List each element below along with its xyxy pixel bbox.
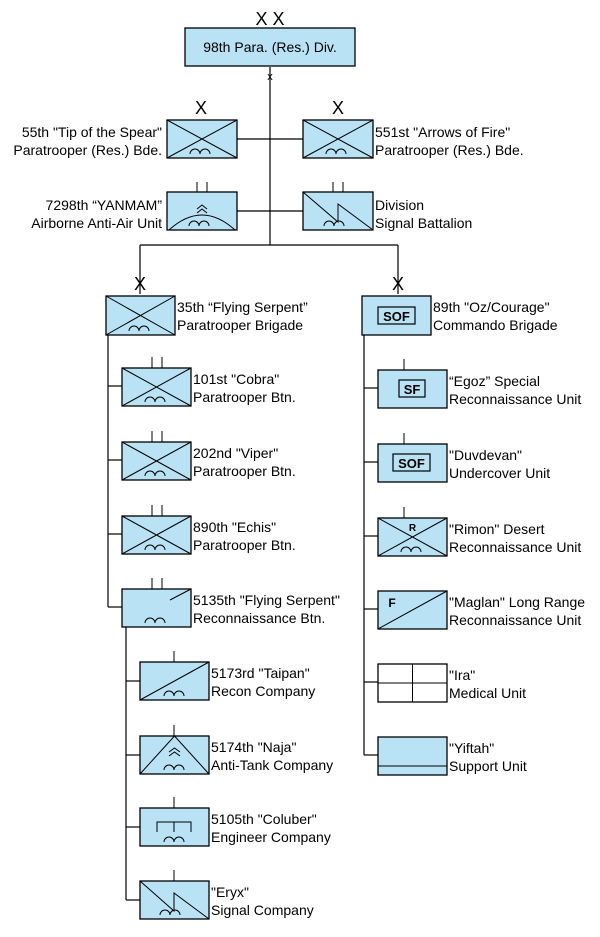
unit-rimon: R "Rimon" Desert Reconnaissance Unit [377, 507, 581, 557]
division-name: 98th Para. (Res.) Div. [203, 39, 337, 55]
unit-division-signal: Division Signal Battalion [302, 182, 472, 231]
unit-label-line1: “Egoz” Special [449, 373, 540, 389]
sof-mark: SOF [398, 456, 425, 471]
unit-label-line2: Reconnaissance Unit [449, 539, 581, 555]
unit-label-line1: 551st "Arrows of Fire" [375, 124, 510, 140]
unit-label-line1: 202nd "Viper" [193, 445, 278, 461]
unit-label-line1: 890th "Echis" [193, 519, 276, 535]
unit-label-line1: "Ira" [449, 667, 475, 683]
unit-89th-brigade: X SOF 89th "Oz/Courage" Commando Brigade [361, 274, 558, 336]
unit-label-line2: Medical Unit [449, 685, 526, 701]
unit-eryx-signal-company: "Eryx" Signal Company [139, 870, 314, 920]
echelon-mark: X [134, 274, 146, 294]
unit-label-line1: "Yiftah" [449, 740, 494, 756]
r-mark: R [409, 523, 417, 534]
unit-202nd-battalion: 202nd "Viper" Paratrooper Btn. [121, 431, 296, 481]
unit-label-line1: 5105th "Coluber" [211, 811, 317, 827]
unit-label-line1: "Duvdevan" [449, 447, 522, 463]
unit-label-line2: Paratrooper (Res.) Bde. [375, 142, 524, 158]
unit-890th-battalion: 890th "Echis" Paratrooper Btn. [121, 505, 296, 555]
unit-label-line2: Paratrooper Btn. [193, 537, 296, 553]
unit-yiftah: "Yiftah" Support Unit [377, 736, 527, 776]
unit-label-line1: "Eryx" [211, 884, 249, 900]
unit-label-line1: "Rimon" Desert [449, 521, 545, 537]
unit-label-line1: 5173rd "Taipan" [211, 665, 310, 681]
unit-label-line2: Signal Company [211, 902, 314, 918]
unit-egoz: SF “Egoz” Special Reconnaissance Unit [377, 359, 581, 409]
unit-label-line1: 89th "Oz/Courage" [433, 299, 550, 315]
unit-label-line2: Commando Brigade [433, 317, 558, 333]
unit-label-line2: Paratrooper (Res.) Bde. [13, 142, 162, 158]
unit-label-line1: 101st "Cobra" [193, 371, 279, 387]
unit-label-line2: Reconnaissance Unit [449, 391, 581, 407]
unit-label-line2: Reconnaissance Unit [449, 612, 581, 628]
unit-35th-brigade: X 35th “Flying Serpent” Paratrooper Brig… [105, 274, 308, 336]
unit-ira: "Ira" Medical Unit [377, 663, 526, 703]
unit-101st-battalion: 101st "Cobra" Paratrooper Btn. [121, 357, 296, 407]
unit-label-line1: 5135th "Flying Serpent" [193, 592, 340, 608]
unit-label-line2: Paratrooper Btn. [193, 463, 296, 479]
unit-label-line2: Anti-Tank Company [211, 757, 333, 773]
echelon-mark: X [332, 98, 344, 118]
unit-551st-brigade: X 551st "Arrows of Fire" Paratrooper (Re… [302, 98, 524, 159]
unit-label-line2: Undercover Unit [449, 465, 550, 481]
connector-lines [107, 67, 399, 901]
echelon-mark: X [392, 274, 404, 294]
unit-label-line1: 35th “Flying Serpent” [177, 299, 308, 315]
echelon-mark: X [195, 98, 207, 118]
unit-label-line2: Airborne Anti-Air Unit [31, 215, 162, 231]
division-node: X X 98th Para. (Res.) Div. x [184, 9, 356, 83]
unit-duvdevan: SOF "Duvdevan" Undercover Unit [377, 433, 550, 483]
f-mark: F [388, 596, 395, 610]
sof-mark: SOF [383, 309, 410, 324]
sf-mark: SF [404, 382, 421, 397]
unit-55th-brigade: X 55th "Tip of the Spear" Paratrooper (R… [13, 98, 238, 159]
division-echelon: X X [255, 9, 284, 29]
unit-label-line2: Paratrooper Brigade [177, 317, 303, 333]
unit-5135th-recon-battalion: 5135th "Flying Serpent" Reconnaissance B… [121, 578, 340, 628]
unit-label-line1: 55th "Tip of the Spear" [22, 124, 162, 140]
unit-7298th-anti-air: 7298th “YANMAM” Airborne Anti-Air Unit [31, 182, 238, 231]
unit-label-line2: Signal Battalion [375, 215, 472, 231]
unit-label-line2: Engineer Company [211, 829, 331, 845]
unit-label-line2: Reconnaissance Btn. [193, 610, 325, 626]
unit-label-line1: "Maglan" Long Range [449, 594, 585, 610]
unit-label-line1: 5174th "Naja" [211, 739, 296, 755]
unit-label-line1: Division [375, 197, 424, 213]
unit-5105th-company: 5105th "Coluber" Engineer Company [139, 797, 331, 847]
unit-5173rd-company: 5173rd "Taipan" Recon Company [139, 651, 315, 701]
division-hq-mark: x [267, 71, 273, 83]
unit-label-line2: Support Unit [449, 758, 527, 774]
unit-label-line2: Recon Company [211, 683, 315, 699]
unit-maglan: F "Maglan" Long Range Reconnaissance Uni… [377, 590, 585, 630]
unit-5174th-company: 5174th "Naja" Anti-Tank Company [139, 725, 333, 775]
unit-label-line2: Paratrooper Btn. [193, 389, 296, 405]
unit-label-line1: 7298th “YANMAM” [46, 197, 163, 213]
